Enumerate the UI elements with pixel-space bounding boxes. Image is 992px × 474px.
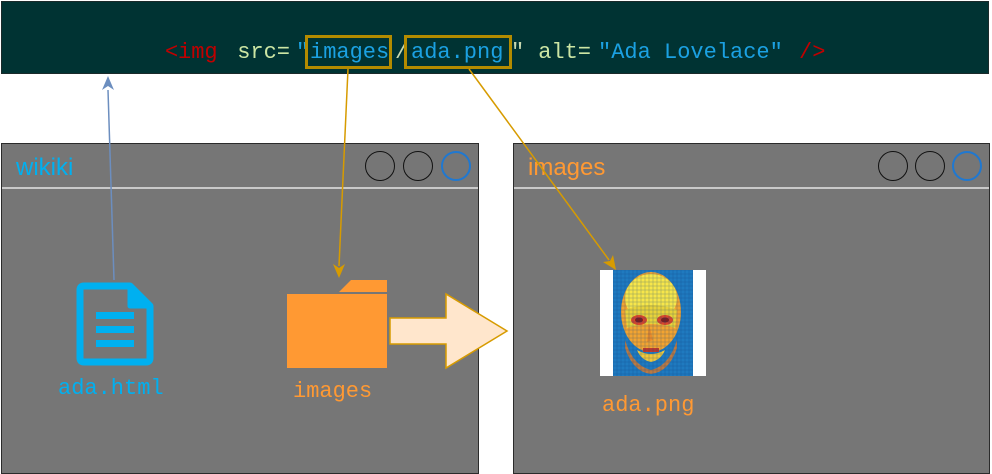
html-file-label: ada.html: [58, 376, 164, 401]
open-folder-arrow: [389, 292, 509, 370]
code-file-name: ada.png: [411, 40, 504, 65]
images-window: images ada.png: [513, 143, 990, 474]
code-banner: < img src= " images / ada.png " alt= "Ad…: [1, 1, 989, 74]
file-highlight-box: [404, 35, 512, 69]
html-file-icon[interactable]: [76, 282, 156, 366]
ada-image-frame[interactable]: [600, 270, 706, 376]
html-to-code-arrow: [102, 76, 115, 281]
image-file-label: ada.png: [602, 393, 695, 418]
window-divider: [514, 187, 989, 189]
code-close-tag: />: [799, 40, 826, 65]
window-title: wikiki: [16, 154, 74, 181]
code-tag-name: img: [178, 40, 218, 65]
code-quote-close: ": [511, 40, 525, 65]
img-tag-code: < img src= " images / ada.png " alt= "Ad…: [2, 39, 990, 67]
code-folder-path: images: [310, 40, 390, 65]
window-maximize-button[interactable]: [915, 151, 945, 181]
code-alt-attr: alt=: [525, 40, 592, 65]
folder-label: images: [293, 379, 373, 404]
window-close-button[interactable]: [952, 151, 982, 181]
code-src-attr: src=: [224, 40, 291, 65]
window-minimize-button[interactable]: [365, 151, 395, 181]
folder-highlight-box: [305, 35, 392, 69]
window-minimize-button[interactable]: [878, 151, 908, 181]
window-divider: [2, 187, 478, 189]
window-maximize-button[interactable]: [403, 151, 433, 181]
images-folder-icon[interactable]: [285, 278, 389, 370]
folder-path-arrow: [333, 68, 349, 278]
code-alt-value: "Ada Lovelace": [598, 40, 783, 65]
file-path-arrow: [468, 68, 616, 270]
wikiki-window: wikiki ada.html images: [1, 143, 479, 474]
window-close-button[interactable]: [441, 151, 471, 181]
code-open-bracket: <: [165, 40, 179, 65]
ada-portrait-image: [613, 270, 693, 376]
